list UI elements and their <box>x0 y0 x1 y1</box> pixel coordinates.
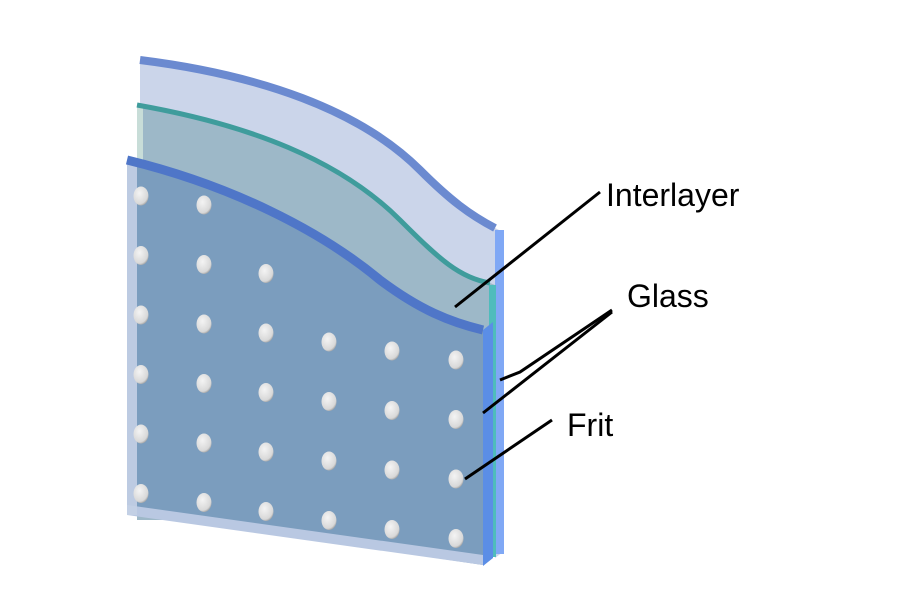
frit-dot <box>133 424 149 444</box>
frit-dot <box>448 410 464 429</box>
glass-back-leader-line <box>499 308 613 382</box>
frit-dots <box>133 186 464 548</box>
frit-dot <box>133 186 149 206</box>
frit-dot <box>196 433 212 453</box>
frit-dot <box>196 374 212 393</box>
frit-leader-line <box>464 418 553 481</box>
glass-label: Glass <box>627 278 709 314</box>
frit-dot <box>133 246 149 265</box>
frit-dot <box>321 451 337 471</box>
frit-dot <box>384 460 400 480</box>
frit-dot <box>258 502 274 521</box>
frit-dot <box>448 529 464 548</box>
frit-dot <box>384 341 400 361</box>
frit-dot <box>258 442 274 462</box>
frit-dot <box>133 365 149 384</box>
frit-dot <box>321 332 337 352</box>
glass-front-leader-line <box>482 310 613 415</box>
leader-lines <box>454 190 613 481</box>
interlayer-leader-line <box>454 190 601 309</box>
frit-dot <box>321 511 337 530</box>
frit-dot <box>196 493 212 512</box>
frit-dot <box>384 401 400 420</box>
frit-dot <box>384 520 400 539</box>
frit-dot <box>196 195 212 215</box>
frit-dot <box>196 255 212 274</box>
frit-dot <box>196 314 212 334</box>
frit-dot <box>133 484 149 503</box>
frit-dot <box>448 469 464 489</box>
interlayer-label: Interlayer <box>606 177 740 213</box>
frit-dot <box>321 392 337 411</box>
frit-dot <box>448 350 464 370</box>
frit-dot <box>258 323 274 343</box>
frit-dot <box>133 305 149 325</box>
frit-label: Frit <box>567 407 613 443</box>
frit-dot <box>258 383 274 402</box>
frit-dot <box>258 264 274 283</box>
